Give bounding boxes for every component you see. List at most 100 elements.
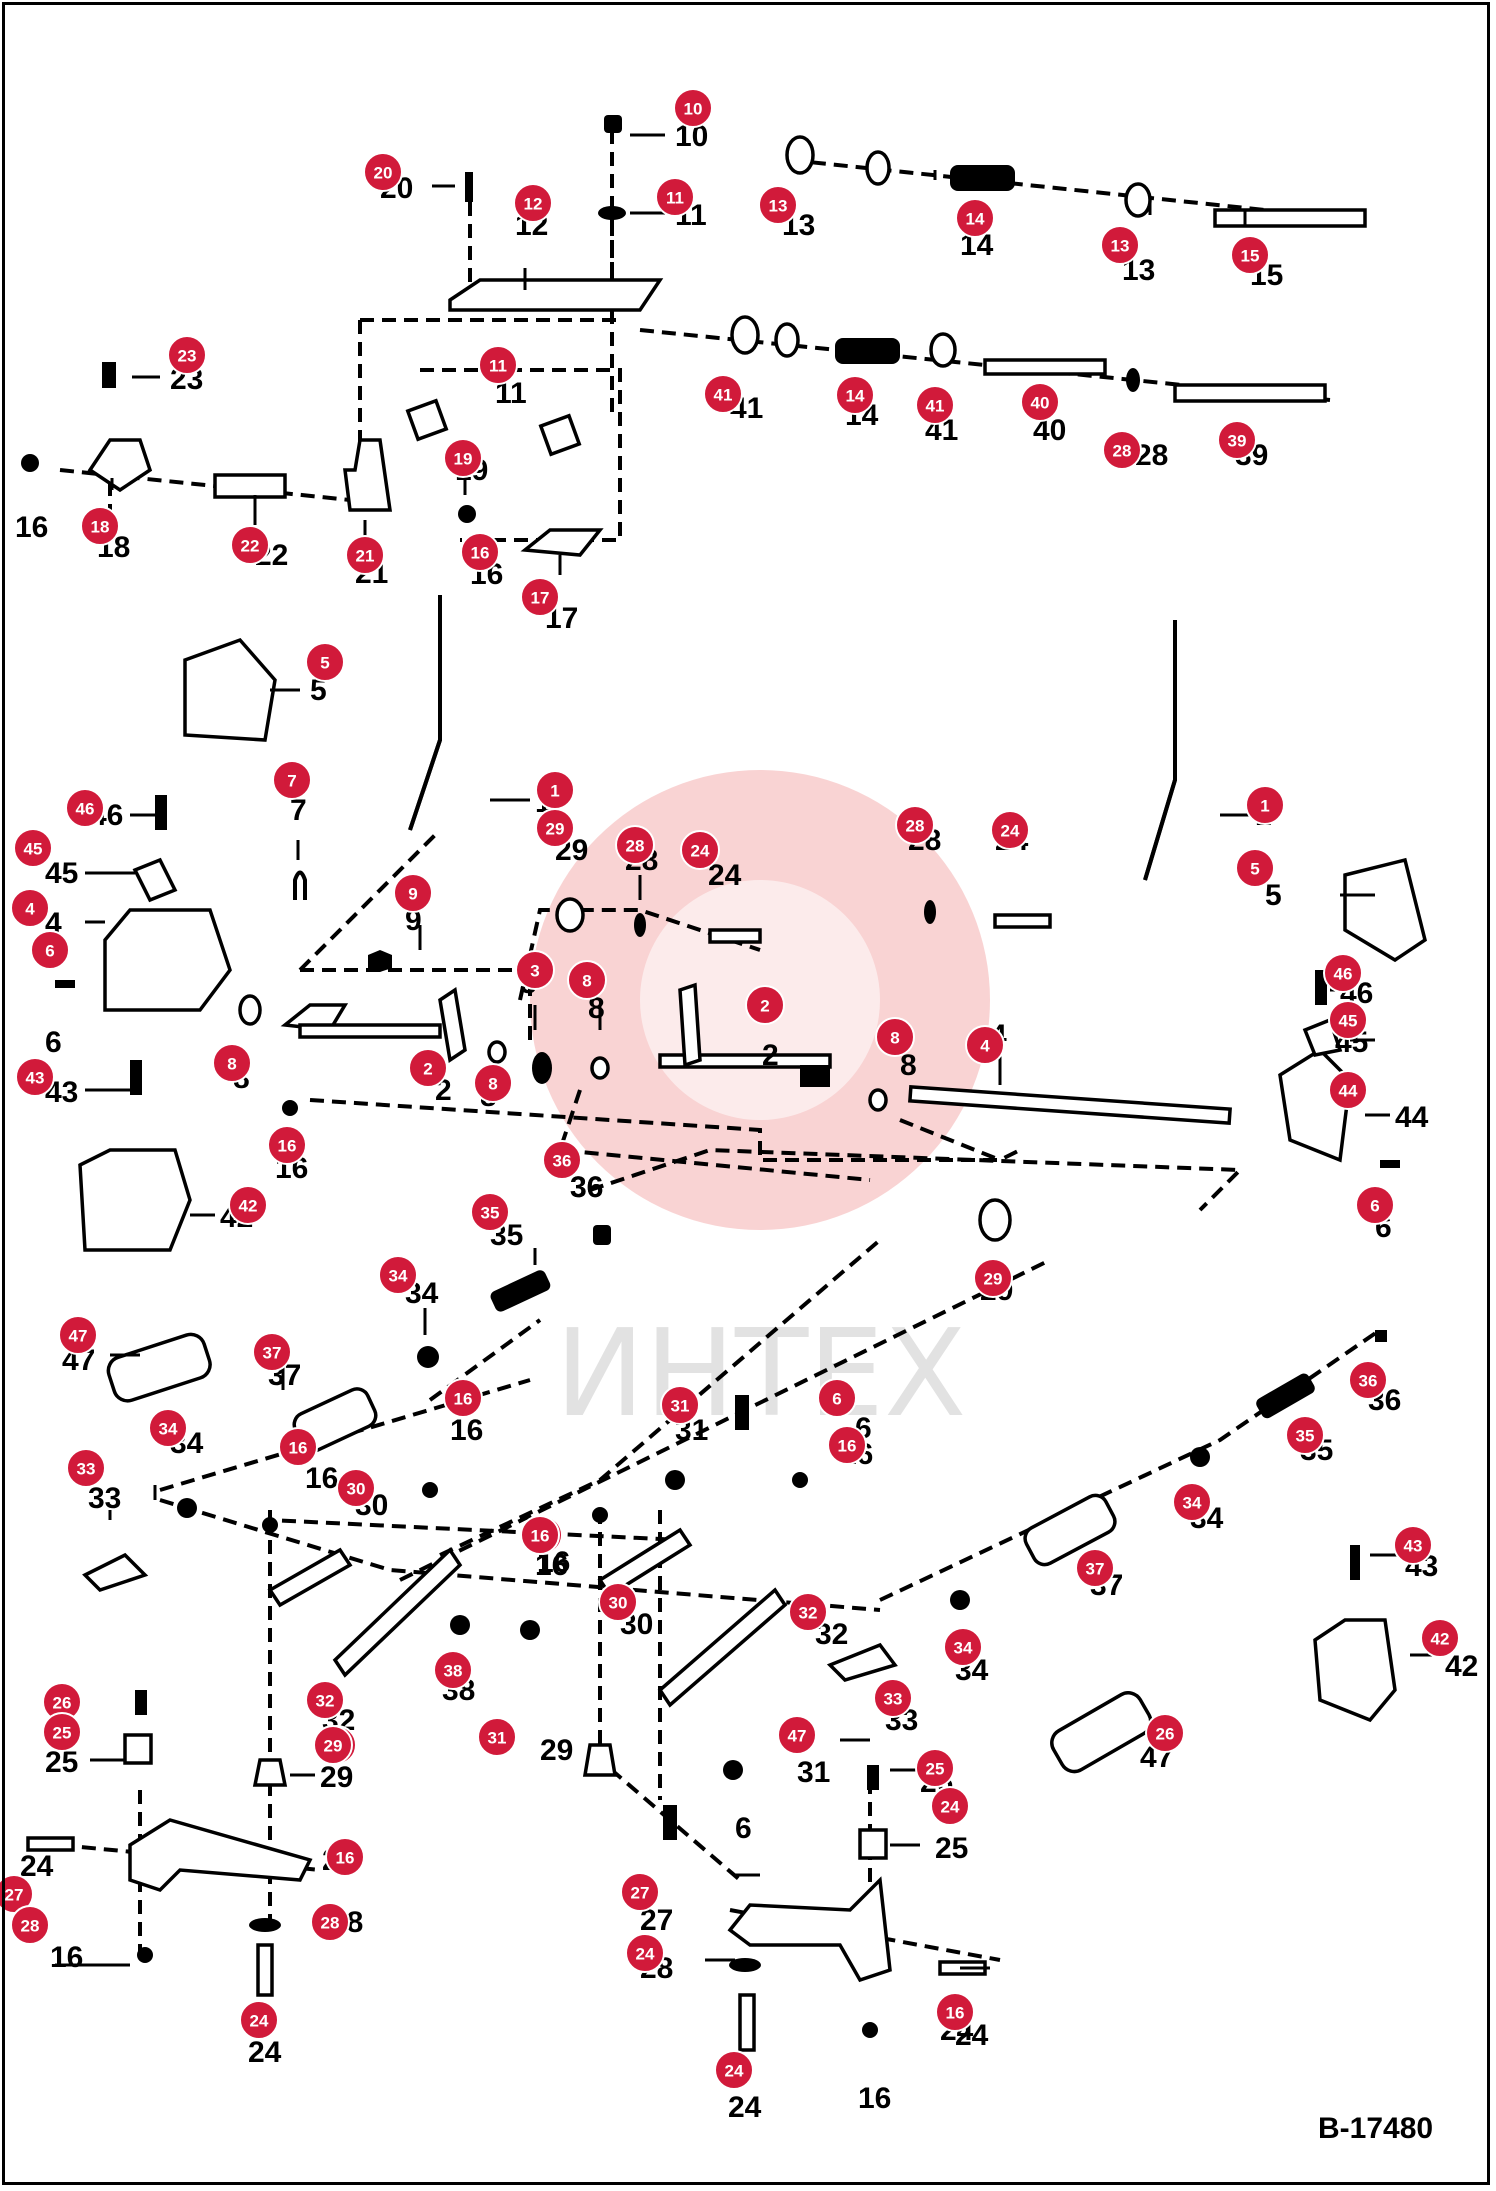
callout-badge[interactable]: 16 [827, 1425, 867, 1465]
callout-badge[interactable]: 43 [15, 1057, 55, 1097]
callout-badge[interactable]: 24 [680, 830, 720, 870]
callout-badge[interactable]: 30 [336, 1468, 376, 1508]
callout-badge[interactable]: 7 [272, 760, 312, 800]
callout-badge[interactable]: 2 [408, 1048, 448, 1088]
callout-badge[interactable]: 34 [378, 1255, 418, 1295]
callout-badge[interactable]: 8 [567, 960, 607, 1000]
callout-badge[interactable]: 13 [758, 185, 798, 225]
callout-badge[interactable]: 16 [460, 532, 500, 572]
callout-badge[interactable]: 4 [10, 888, 50, 928]
callout-badge[interactable]: 47 [777, 1715, 817, 1755]
callout-badge[interactable]: 15 [1230, 235, 1270, 275]
callout-badge[interactable]: 24 [714, 2050, 754, 2090]
callout-badge[interactable]: 37 [1075, 1548, 1115, 1588]
callout-badge[interactable]: 16 [267, 1125, 307, 1165]
callout-badge[interactable]: 28 [615, 825, 655, 865]
callout-badge[interactable]: 16 [935, 1992, 975, 2032]
callout-badge[interactable]: 5 [1235, 848, 1275, 888]
callout-badge[interactable]: 11 [655, 177, 695, 217]
callout-badge[interactable]: 2 [745, 985, 785, 1025]
callout-badge[interactable]: 25 [42, 1712, 82, 1752]
callout-badge[interactable]: 33 [873, 1678, 913, 1718]
callout-badge[interactable]: 36 [1348, 1360, 1388, 1400]
callout-badge[interactable]: 29 [535, 808, 575, 848]
callout-badge[interactable]: 35 [1285, 1415, 1325, 1455]
callout-badge[interactable]: 6 [817, 1378, 857, 1418]
callout-badge[interactable]: 28 [310, 1902, 350, 1942]
callout-badge[interactable]: 26 [42, 1682, 82, 1722]
callout-badge[interactable]: 32 [305, 1680, 345, 1720]
callout-badge[interactable]: 41 [915, 385, 955, 425]
callout-badge[interactable]: 47 [58, 1315, 98, 1355]
callout-badge[interactable]: 46 [1323, 953, 1363, 993]
callout-badge[interactable]: 29 [313, 1725, 353, 1765]
callout-badge[interactable]: 30 [598, 1582, 638, 1622]
callout-badge[interactable]: 28 [895, 805, 935, 845]
callout-badge[interactable]: 37 [252, 1332, 292, 1372]
callout-badge-number: 11 [666, 189, 684, 208]
callout-badge[interactable]: 27 [620, 1872, 660, 1912]
callout-badge[interactable]: 31 [660, 1385, 700, 1425]
callout-badge[interactable]: 11 [478, 345, 518, 385]
callout-badge[interactable]: 24 [239, 2000, 279, 2040]
callout-badge[interactable]: 45 [1328, 1000, 1368, 1040]
callout-badge[interactable]: 4 [965, 1025, 1005, 1065]
callout-badge[interactable]: 1 [1245, 785, 1285, 825]
callout-badge[interactable]: 33 [66, 1448, 106, 1488]
callout-badge[interactable]: 12 [513, 183, 553, 223]
callout-badge[interactable]: 1 [535, 770, 575, 810]
callout-badge[interactable]: 13 [1100, 225, 1140, 265]
callout-badge[interactable]: 40 [1020, 382, 1060, 422]
callout-badge[interactable]: 16 [325, 1837, 365, 1877]
callout-badge[interactable]: 14 [955, 198, 995, 238]
callout-badge[interactable]: 19 [443, 438, 483, 478]
callout-badge[interactable]: 22 [230, 525, 270, 565]
callout-badge[interactable]: 29 [973, 1258, 1013, 1298]
callout-badge[interactable]: 24 [990, 810, 1030, 850]
callout-badge[interactable]: 28 [1102, 430, 1142, 470]
callout-badge[interactable]: 34 [1172, 1482, 1212, 1522]
callout-badge-number: 28 [21, 1917, 40, 1936]
callout-badge[interactable]: 32 [788, 1592, 828, 1632]
callout-badge[interactable]: 24 [930, 1786, 970, 1826]
callout-badge[interactable]: 39 [1217, 420, 1257, 460]
callout-badge[interactable]: 34 [943, 1627, 983, 1667]
callout-badge[interactable]: 28 [10, 1905, 50, 1945]
callout-badge[interactable]: 14 [835, 375, 875, 415]
callout-badge[interactable]: 45 [13, 828, 53, 868]
callout-badge[interactable]: 36 [542, 1140, 582, 1180]
callout-badge[interactable]: 38 [433, 1650, 473, 1690]
callout-badge[interactable]: 27 [0, 1874, 34, 1914]
damper-37b-shape [1023, 1493, 1117, 1567]
callout-badge[interactable]: 24 [625, 1933, 665, 1973]
callout-badge[interactable]: 6 [30, 930, 70, 970]
callout-badge[interactable]: 10 [673, 88, 713, 128]
callout-badge[interactable]: 3 [515, 950, 555, 990]
callout-badge[interactable]: 42 [228, 1185, 268, 1225]
callout-badge[interactable]: 34 [148, 1408, 188, 1448]
callout-badge[interactable]: 41 [703, 374, 743, 414]
callout-badge[interactable]: 46 [65, 788, 105, 828]
callout-badge[interactable]: 21 [345, 535, 385, 575]
callout-badge[interactable]: 44 [1328, 1070, 1368, 1110]
callout-badge[interactable]: 16 [278, 1427, 318, 1467]
callout-badge[interactable]: 35 [470, 1192, 510, 1232]
callout-badge[interactable]: 8 [212, 1043, 252, 1083]
callout-badge[interactable]: 43 [1393, 1525, 1433, 1565]
callout-badge[interactable]: 17 [520, 577, 560, 617]
callout-badge[interactable]: 16 [443, 1378, 483, 1418]
callout-badge[interactable]: 25 [915, 1748, 955, 1788]
callout-badge[interactable]: 9 [393, 873, 433, 913]
callout-badge[interactable]: 20 [363, 152, 403, 192]
callout-badge[interactable]: 16 [520, 1515, 560, 1555]
callout-badge-circle [673, 88, 713, 128]
callout-badge[interactable]: 8 [473, 1063, 513, 1103]
callout-badge[interactable]: 6 [1355, 1185, 1395, 1225]
callout-badge[interactable]: 23 [167, 335, 207, 375]
callout-badge[interactable]: 8 [875, 1017, 915, 1057]
callout-badge[interactable]: 5 [305, 642, 345, 682]
callout-badge[interactable]: 18 [80, 506, 120, 546]
callout-badge[interactable]: 42 [1420, 1618, 1460, 1658]
callout-badge[interactable]: 31 [477, 1717, 517, 1757]
callout-badge[interactable]: 26 [1145, 1713, 1185, 1753]
